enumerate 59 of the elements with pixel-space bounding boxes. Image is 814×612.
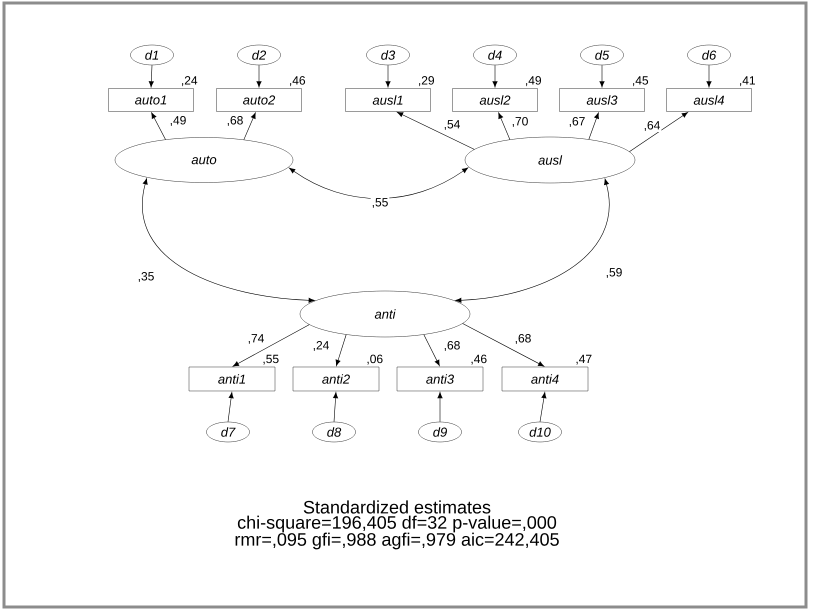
value-label: ,47	[576, 354, 592, 365]
fit-statistics-text: rmr=,095 gfi=,988 agfi=,979 aic=242,405	[236, 532, 559, 550]
observed-variable-box: anti4	[502, 366, 588, 392]
value-label: ,49	[526, 76, 542, 86]
edge-label: ,49	[168, 115, 188, 127]
edge-label: ,68	[514, 333, 532, 345]
observed-variable-box: ausl3	[559, 88, 645, 112]
observed-variable-box: auto2	[216, 88, 302, 112]
edge-label: ,70	[510, 116, 530, 128]
arrow	[228, 392, 234, 422]
edge-label: ,54	[442, 119, 462, 131]
arrow	[386, 64, 391, 88]
value-label: ,24	[182, 76, 198, 86]
value-label: ,46	[471, 354, 487, 365]
arrow	[706, 64, 712, 88]
edge-label: ,64	[642, 120, 662, 132]
edge-label: ,68	[442, 340, 462, 352]
arrow	[148, 64, 154, 88]
observed-variable-box: anti1	[188, 366, 276, 392]
arrow	[396, 112, 475, 150]
observed-variable-box: anti3	[396, 366, 484, 392]
covariance-arrow	[455, 178, 610, 303]
value-label: ,55	[264, 354, 279, 365]
edge-label: ,55	[370, 197, 390, 209]
arrow	[588, 112, 599, 140]
arrow	[498, 112, 510, 140]
arrow	[333, 392, 338, 422]
covariance-arrow	[289, 167, 468, 199]
fit-statistics-text: chi-square=196,405 df=32 p-value=,000	[238, 516, 556, 532]
edge-label: ,67	[568, 116, 586, 128]
arrow	[462, 323, 544, 367]
arrow	[232, 324, 310, 367]
arrow	[599, 64, 605, 88]
value-label: ,41	[740, 76, 755, 86]
arrow	[540, 392, 546, 422]
observed-variable-box: ausl4	[666, 88, 752, 112]
arrow	[424, 334, 440, 366]
value-label: ,46	[290, 76, 306, 86]
arrow	[244, 112, 256, 140]
arrow	[256, 64, 262, 88]
arrow	[336, 334, 346, 366]
edge-label: ,35	[136, 271, 156, 283]
edge-label: ,68	[226, 115, 244, 127]
value-label: ,29	[418, 76, 434, 86]
edge-label: ,74	[246, 333, 266, 345]
covariance-arrow	[142, 178, 315, 303]
arrow	[151, 112, 166, 140]
fit-statistics-text: Standardized estimates	[304, 500, 490, 514]
value-label: ,06	[367, 354, 383, 365]
observed-variable-box: anti2	[292, 366, 380, 392]
observed-variable-box: ausl1	[345, 88, 431, 112]
arrow	[492, 64, 498, 88]
arrow	[629, 112, 688, 152]
edge-label: ,59	[604, 267, 624, 279]
observed-variable-box: auto1	[108, 88, 194, 112]
observed-variable-box: ausl2	[452, 88, 538, 112]
arrow	[438, 392, 443, 422]
value-label: ,45	[632, 76, 648, 86]
edge-label: ,24	[312, 340, 330, 352]
